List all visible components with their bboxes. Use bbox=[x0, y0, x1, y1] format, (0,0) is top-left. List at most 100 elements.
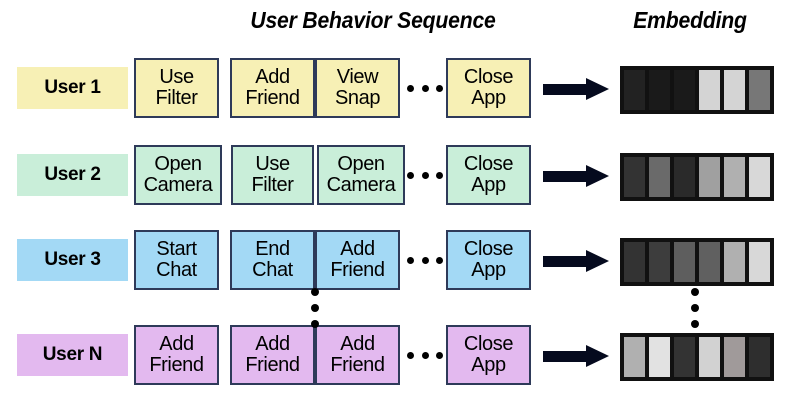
arrow-shaft bbox=[543, 256, 589, 267]
behavior-line-1: Open bbox=[154, 153, 202, 176]
user-label-chip[interactable]: User 1 bbox=[17, 67, 128, 109]
embedding-cell bbox=[622, 240, 647, 284]
behavior-line-2: App bbox=[471, 87, 506, 109]
arrow-shaft bbox=[543, 84, 589, 95]
user-label-chip[interactable]: User 3 bbox=[17, 239, 128, 281]
column-heading-user-behavior-sequence: User Behavior Sequence bbox=[250, 7, 496, 33]
horizontal-ellipsis bbox=[407, 76, 443, 100]
dot bbox=[310, 288, 319, 296]
behavior-line-2: Camera bbox=[143, 174, 213, 196]
behavior-line-2: Filter bbox=[251, 174, 294, 196]
behavior-line-2: Friend bbox=[330, 259, 385, 281]
dot bbox=[421, 171, 429, 179]
dot bbox=[690, 320, 699, 328]
embedding-cell bbox=[722, 335, 747, 379]
behavior-line-1: Close bbox=[463, 333, 514, 356]
arrow-shaft bbox=[543, 171, 589, 182]
user-label-chip[interactable]: User 2 bbox=[17, 154, 128, 196]
dot bbox=[310, 320, 319, 328]
dot bbox=[310, 304, 319, 312]
dot bbox=[421, 256, 429, 264]
behavior-line-1: Start bbox=[156, 238, 197, 261]
embedding-strip bbox=[620, 153, 774, 201]
embedding-strip bbox=[620, 238, 774, 286]
dot bbox=[436, 351, 443, 359]
vertical-ellipsis-sequence bbox=[310, 288, 319, 328]
dot bbox=[690, 288, 699, 296]
behavior-line-1: Use bbox=[159, 66, 194, 89]
behavior-line-1: Add bbox=[340, 238, 375, 261]
embedding-cell bbox=[647, 240, 672, 284]
dot bbox=[407, 351, 414, 359]
embedding-cell bbox=[647, 335, 672, 379]
embedding-strip bbox=[620, 66, 774, 114]
dot bbox=[436, 171, 443, 179]
embedding-cell bbox=[722, 68, 747, 112]
embedding-cell bbox=[697, 68, 722, 112]
embedding-cell bbox=[672, 335, 697, 379]
embedding-cell bbox=[697, 335, 722, 379]
arrow-icon bbox=[543, 78, 609, 100]
arrow-icon bbox=[543, 345, 609, 367]
dot bbox=[407, 256, 414, 264]
dot bbox=[407, 171, 414, 179]
arrow-head bbox=[586, 165, 609, 187]
dot bbox=[436, 256, 443, 264]
embedding-cell bbox=[647, 68, 672, 112]
embedding-cell bbox=[672, 155, 697, 199]
horizontal-ellipsis bbox=[407, 343, 443, 367]
behavior-line-1: Open bbox=[337, 153, 385, 176]
arrow-head bbox=[586, 78, 609, 100]
embedding-cell bbox=[747, 155, 772, 199]
embedding-cell bbox=[672, 68, 697, 112]
behavior-line-2: App bbox=[471, 354, 506, 376]
column-heading-embedding: Embedding bbox=[633, 7, 747, 33]
behavior-line-1: View bbox=[336, 66, 379, 89]
dot bbox=[421, 351, 429, 359]
behavior-line-2: Snap bbox=[334, 87, 381, 109]
horizontal-ellipsis bbox=[407, 248, 443, 272]
behavior-line-2: Friend bbox=[149, 354, 204, 376]
behavior-line-1: End bbox=[255, 238, 290, 261]
dot bbox=[690, 304, 699, 312]
behavior-line-1: Close bbox=[463, 238, 514, 261]
embedding-cell bbox=[697, 240, 722, 284]
embedding-cell bbox=[747, 240, 772, 284]
behavior-line-1: Add bbox=[340, 333, 375, 356]
user-label-chip[interactable]: User N bbox=[17, 334, 128, 376]
behavior-line-1: Close bbox=[463, 153, 514, 176]
behavior-line-2: Filter bbox=[155, 87, 198, 109]
embedding-cell bbox=[622, 335, 647, 379]
embedding-cell bbox=[747, 68, 772, 112]
embedding-cell bbox=[622, 68, 647, 112]
embedding-strip bbox=[620, 333, 774, 381]
embedding-cell bbox=[722, 155, 747, 199]
behavior-line-1: Add bbox=[255, 66, 290, 89]
vertical-ellipsis-embedding bbox=[690, 288, 699, 328]
arrow-head bbox=[586, 345, 609, 367]
behavior-line-1: Use bbox=[255, 153, 290, 176]
embedding-cell bbox=[647, 155, 672, 199]
behavior-line-2: App bbox=[471, 259, 506, 281]
